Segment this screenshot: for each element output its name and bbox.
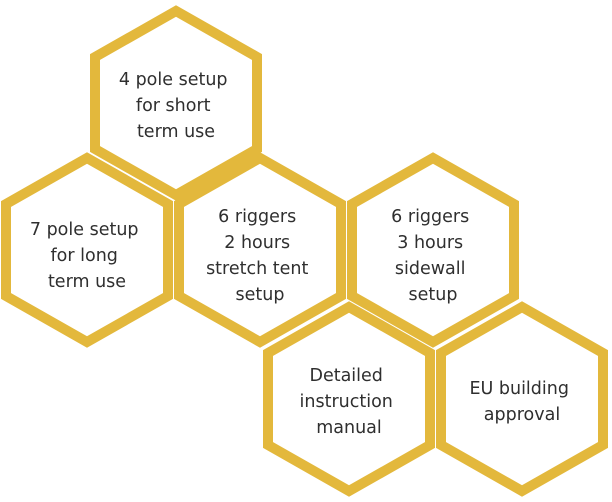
hex-sidewall: 6 riggers 3 hours sidewall setup: [347, 152, 519, 348]
hex-sidewall-shape: [347, 152, 519, 348]
hex-manual-label: Detailed instruction manual: [300, 366, 399, 438]
hex-seven-pole-line: 7 pole setup: [30, 220, 139, 240]
hex-stretch-tent-line: setup: [236, 285, 285, 305]
hex-four-pole-line: term use: [137, 122, 215, 142]
hex-manual-line: manual: [316, 418, 382, 438]
hex-eu-approval: EU building approval: [436, 301, 608, 497]
hex-four-pole-line: 4 pole setup: [119, 70, 228, 90]
hex-sidewall-line: 6 riggers: [391, 207, 469, 227]
hex-manual: Detailed instruction manual: [263, 301, 435, 497]
hex-four-pole-shape: [90, 5, 262, 201]
hex-seven-pole: 7 pole setup for long term use: [1, 152, 173, 348]
hex-sidewall-line: 3 hours: [397, 233, 463, 253]
hex-eu-approval-label: EU building approval: [469, 379, 574, 425]
hex-eu-approval-line: EU building: [469, 379, 569, 399]
hex-manual-line: instruction: [300, 392, 393, 412]
hex-sidewall-line: sidewall: [395, 259, 466, 279]
hex-manual-shape: [263, 301, 435, 497]
hex-four-pole: 4 pole setup for short term use: [90, 5, 262, 201]
hex-seven-pole-label: 7 pole setup for long term use: [30, 220, 144, 292]
hex-stretch-tent-line: stretch tent: [206, 259, 308, 279]
hex-four-pole-line: for short: [136, 96, 211, 116]
hex-seven-pole-line: for long: [51, 246, 118, 266]
hex-eu-approval-line: approval: [484, 405, 560, 425]
hex-seven-pole-shape: [1, 152, 173, 348]
hex-stretch-tent-label: 6 riggers 2 hours stretch tent setup: [206, 207, 314, 305]
hex-stretch-tent-line: 6 riggers: [218, 207, 296, 227]
hex-sidewall-label: 6 riggers 3 hours sidewall setup: [391, 207, 475, 305]
hex-stretch-tent-line: 2 hours: [224, 233, 290, 253]
hex-eu-approval-shape: [436, 301, 608, 497]
hex-sidewall-line: setup: [409, 285, 458, 305]
hex-four-pole-label: 4 pole setup for short term use: [119, 70, 233, 142]
hex-stretch-tent-shape: [174, 152, 346, 348]
hex-stretch-tent: 6 riggers 2 hours stretch tent setup: [174, 152, 346, 348]
hex-seven-pole-line: term use: [48, 272, 126, 292]
hex-manual-line: Detailed: [309, 366, 382, 386]
